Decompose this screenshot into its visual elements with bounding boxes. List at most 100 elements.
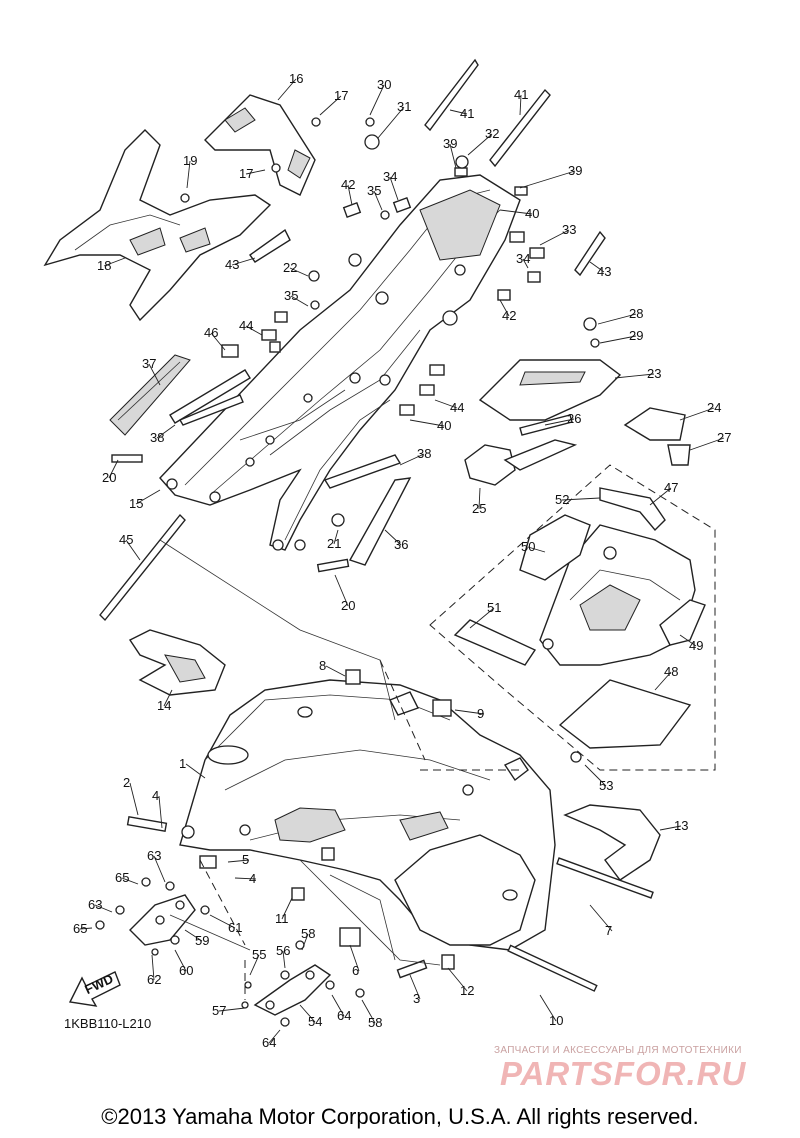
callout-12: 12 xyxy=(460,983,474,998)
callout-39: 39 xyxy=(443,136,457,151)
strip-38-left xyxy=(169,369,251,424)
callout-36: 36 xyxy=(394,537,408,552)
side-cover-18 xyxy=(43,129,272,322)
leader-line-25 xyxy=(478,487,481,510)
leader-line-36 xyxy=(384,529,402,546)
callout-40: 40 xyxy=(525,206,539,221)
callout-27: 27 xyxy=(717,430,731,445)
leader-line-38 xyxy=(156,424,176,439)
callout-20: 20 xyxy=(341,598,355,613)
callout-34: 34 xyxy=(516,251,530,266)
leader-line-63 xyxy=(94,904,113,913)
leader-line-38 xyxy=(399,453,425,466)
callout-4: 4 xyxy=(249,871,256,886)
callout-21: 21 xyxy=(327,536,341,551)
leader-line-29 xyxy=(599,335,637,344)
leader-line-49 xyxy=(679,634,697,647)
rear-subframe xyxy=(159,174,521,551)
leader-line-64 xyxy=(268,1029,281,1044)
callout-1: 1 xyxy=(179,756,186,771)
callout-58: 58 xyxy=(368,1015,382,1030)
callout-42: 42 xyxy=(341,177,355,192)
callout-40: 40 xyxy=(437,418,451,433)
callout-65: 65 xyxy=(73,921,87,936)
callout-59: 59 xyxy=(195,933,209,948)
cover-50 xyxy=(519,514,591,581)
callout-16: 16 xyxy=(289,71,303,86)
leader-line-65 xyxy=(79,927,93,930)
callout-55: 55 xyxy=(252,947,266,962)
leader-line-59 xyxy=(184,929,203,942)
callout-18: 18 xyxy=(97,258,111,273)
callout-47: 47 xyxy=(664,480,678,495)
callout-numbers: 1234456789101112131415161717181920202122… xyxy=(73,71,731,1050)
leader-line-47 xyxy=(649,487,672,506)
tray-group-box xyxy=(429,464,716,771)
pad-51 xyxy=(453,619,537,666)
leader-line-31 xyxy=(377,106,405,139)
callout-17: 17 xyxy=(334,88,348,103)
callout-43: 43 xyxy=(597,264,611,279)
callout-35: 35 xyxy=(367,183,381,198)
leader-line-13 xyxy=(659,825,682,831)
callout-32: 32 xyxy=(485,126,499,141)
leader-line-9 xyxy=(454,709,485,715)
leader-line-63 xyxy=(153,855,166,883)
callout-22: 22 xyxy=(283,260,297,275)
leader-line-42 xyxy=(347,184,353,206)
fasteners xyxy=(111,117,654,992)
callout-38: 38 xyxy=(417,446,431,461)
leader-line-41 xyxy=(449,109,468,115)
callout-19: 19 xyxy=(183,153,197,168)
callout-37: 37 xyxy=(142,356,156,371)
callout-53: 53 xyxy=(599,778,613,793)
callout-60: 60 xyxy=(179,963,193,978)
rail-37 xyxy=(109,354,191,436)
leader-line-4 xyxy=(234,877,257,880)
leader-line-64 xyxy=(331,994,345,1017)
callout-leaders xyxy=(79,78,725,1044)
cover-13 xyxy=(563,804,661,881)
callout-44: 44 xyxy=(239,318,253,333)
leader-line-56 xyxy=(282,950,286,969)
cover-49 xyxy=(659,599,706,646)
callout-34: 34 xyxy=(383,169,397,184)
callout-26: 26 xyxy=(567,411,581,426)
leader-line-18 xyxy=(103,257,126,267)
leader-line-55 xyxy=(249,954,260,976)
leader-line-6 xyxy=(349,944,360,972)
construction-lines xyxy=(159,539,520,1000)
callout-23: 23 xyxy=(647,366,661,381)
leader-line-62 xyxy=(151,954,155,981)
callout-24: 24 xyxy=(707,400,721,415)
leader-line-50 xyxy=(527,546,546,553)
callout-48: 48 xyxy=(664,664,678,679)
leader-line-48 xyxy=(654,671,672,691)
callout-65: 65 xyxy=(115,870,129,885)
callout-62: 62 xyxy=(147,972,161,987)
leader-line-10 xyxy=(539,994,557,1022)
callout-63: 63 xyxy=(88,897,102,912)
leader-line-60 xyxy=(174,949,187,972)
leader-line-57 xyxy=(218,1007,246,1012)
leader-line-42 xyxy=(499,299,510,317)
callout-6: 6 xyxy=(352,963,359,978)
tray-47 xyxy=(539,524,696,666)
leader-line-15 xyxy=(135,489,161,505)
leader-line-30 xyxy=(369,84,385,116)
copyright-notice: ©2013 Yamaha Motor Corporation, U.S.A. A… xyxy=(101,1104,699,1129)
callout-42: 42 xyxy=(502,308,516,323)
callout-38: 38 xyxy=(150,430,164,445)
leader-line-43 xyxy=(589,261,605,273)
strip-52 xyxy=(599,487,666,532)
callout-33: 33 xyxy=(562,222,576,237)
callout-2: 2 xyxy=(123,775,130,790)
callout-31: 31 xyxy=(397,99,411,114)
labels-group xyxy=(99,58,606,622)
callout-43: 43 xyxy=(225,257,239,272)
callout-29: 29 xyxy=(629,328,643,343)
bracket-23 xyxy=(478,317,691,466)
callout-17: 17 xyxy=(239,166,253,181)
